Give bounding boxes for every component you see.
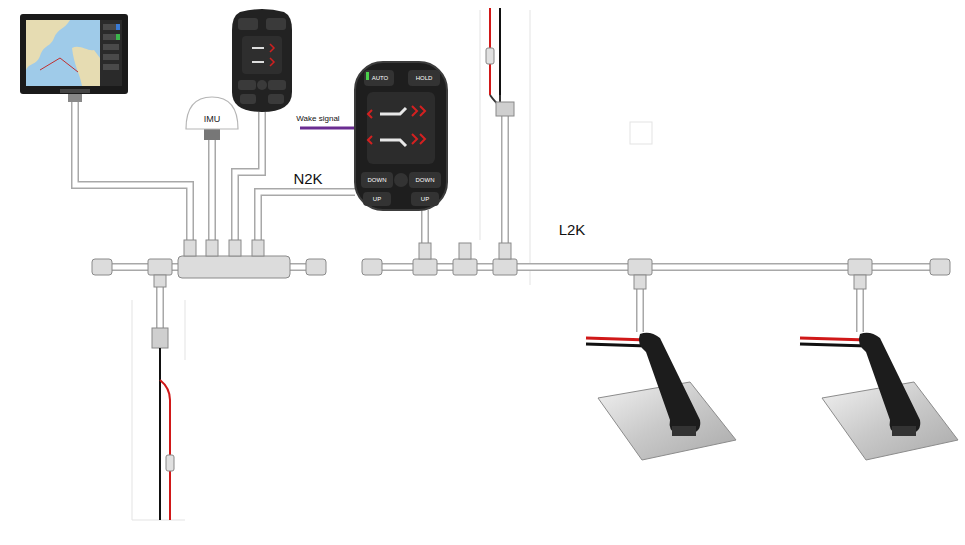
button-label: HOLD xyxy=(416,75,433,81)
button-label: DOWN xyxy=(368,177,387,183)
button-label: AUTO xyxy=(372,75,389,81)
large-keypad xyxy=(300,62,447,210)
wake-signal-wire xyxy=(300,127,355,130)
cable-outline xyxy=(75,95,948,332)
trim-tab xyxy=(586,333,736,460)
power-lead-left xyxy=(152,328,174,520)
network-label: L2K xyxy=(559,222,586,237)
signal-label: Wake signal xyxy=(296,115,339,123)
chartplotter xyxy=(20,14,128,102)
button-label: DOWN xyxy=(416,177,435,183)
small-keypad xyxy=(232,9,292,112)
button-label: UP xyxy=(421,196,429,202)
dome-shape xyxy=(184,96,240,130)
device-label: IMU xyxy=(204,114,221,124)
cable-core xyxy=(75,95,948,332)
n2k-fittings xyxy=(92,240,326,287)
power-lead-right xyxy=(486,8,514,116)
imu-dome: IMU xyxy=(184,96,240,130)
button-label: UP xyxy=(373,196,381,202)
trim-tab xyxy=(800,333,958,460)
l2k-fittings xyxy=(362,243,950,289)
imu-connector xyxy=(204,128,220,140)
network-label: N2K xyxy=(293,171,322,186)
